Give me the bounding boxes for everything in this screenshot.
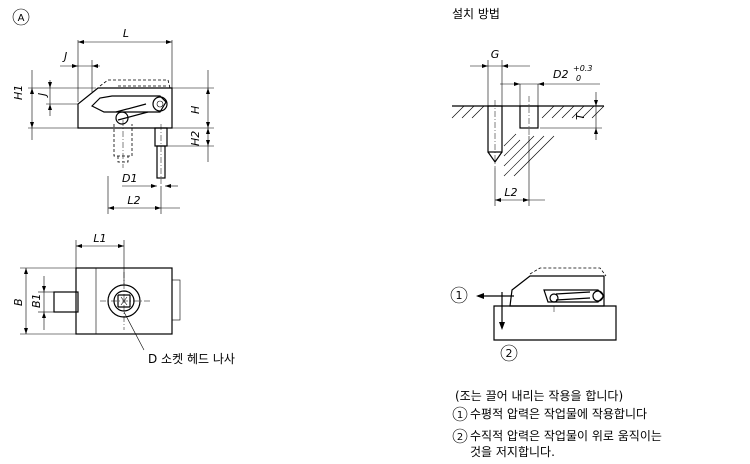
view-marker-label: A — [18, 13, 25, 24]
dim-d2-tol-upper: +0.3 — [573, 64, 592, 73]
dim-d2-label: D2 — [553, 68, 568, 81]
callout-2-label: 2 — [506, 347, 513, 360]
note-2-number: 2 — [457, 432, 463, 443]
dim-b1-label: B1 — [30, 293, 43, 308]
dim-t-label: T — [574, 112, 587, 120]
dim-j-top-label: J — [62, 50, 67, 63]
dim-j-side-label: J — [36, 93, 49, 98]
side-view: L J H1 J H H2 D1 L2 — [12, 27, 214, 214]
dim-l1-label: L1 — [93, 232, 106, 245]
clamp-jaw — [90, 95, 167, 113]
workpiece — [493, 305, 617, 341]
install-title: 설치 방법 — [452, 7, 500, 21]
clamp-body-mini — [509, 275, 605, 307]
note-2-circle — [452, 428, 468, 444]
note-1-circle — [452, 406, 468, 422]
note-1-number: 1 — [457, 410, 463, 421]
note-2-text-line1: 수직적 압력은 작업물이 위로 움직이는 — [470, 429, 662, 443]
force-diagram: 1 2 — [450, 267, 617, 362]
dim-h2-label: H2 — [189, 131, 202, 146]
notes: (조는 끌어 내리는 작용을 합니다) 1 수평적 압력은 작업물에 작용합니다… — [452, 389, 662, 459]
dim-b-label: B — [12, 298, 25, 306]
dim-l2-right-label: L2 — [504, 186, 517, 199]
dim-d1-label: D1 — [122, 172, 137, 185]
dim-g-label: G — [491, 48, 500, 61]
installation-view: G D2 +0.3 0 T L2 — [451, 48, 605, 206]
socket-screw-label: D 소켓 헤드 나사 — [148, 352, 235, 366]
top-view: L1 B B1 D 소켓 헤드 나사 — [12, 232, 235, 366]
view-marker-a: A — [12, 8, 30, 26]
dim-h-label: H — [189, 106, 202, 114]
notes-heading: (조는 끌어 내리는 작용을 합니다) — [455, 389, 623, 403]
dim-l-label: L — [123, 27, 129, 40]
dim-d2-tol-lower: 0 — [576, 74, 581, 83]
callout-circle-2 — [500, 344, 518, 362]
dim-h1-label: H1 — [12, 85, 25, 100]
note-2-text-line2: 것을 저지합니다. — [470, 445, 555, 459]
note-1-text: 수평적 압력은 작업물에 작용합니다 — [470, 407, 647, 421]
callout-circle-1 — [450, 286, 468, 304]
clamp-body-side — [77, 87, 173, 129]
dim-l2-left-label: L2 — [127, 194, 140, 207]
callout-1-label: 1 — [456, 289, 463, 302]
